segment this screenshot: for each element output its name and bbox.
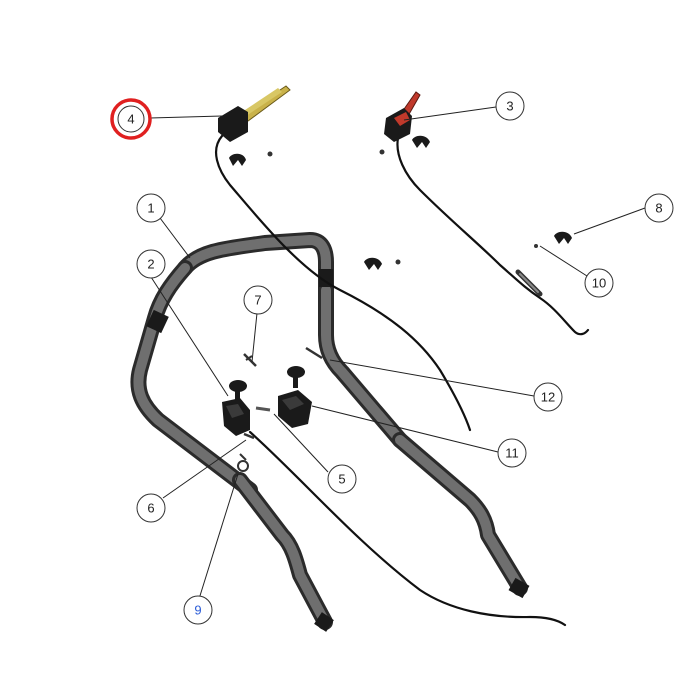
cable-tie-part-9 — [237, 453, 249, 472]
callout-10: 10 — [584, 268, 614, 298]
clamp-knob-part-11 — [278, 366, 312, 428]
control-cables — [214, 134, 590, 627]
callout-6-label: 6 — [147, 501, 154, 516]
callout-7: 7 — [243, 285, 273, 315]
callout-5: 5 — [327, 464, 357, 494]
leader-lines — [149, 106, 646, 600]
pin-part-12 — [305, 346, 323, 360]
callout-4: 4 — [110, 98, 152, 140]
callout-5-label: 5 — [338, 472, 345, 487]
callout-8-label: 8 — [655, 201, 662, 216]
callout-1-label: 1 — [147, 201, 154, 216]
callout-2-label: 2 — [147, 257, 154, 272]
callout-4-label: 4 — [127, 112, 134, 127]
callout-2: 2 — [136, 249, 166, 279]
callout-11: 11 — [497, 438, 527, 468]
callout-11-label: 11 — [505, 446, 519, 461]
callout-10-label: 10 — [592, 276, 606, 291]
screw-part-5 — [255, 406, 271, 412]
lever-part-3 — [384, 91, 421, 142]
callout-8: 8 — [644, 193, 674, 223]
callout-1: 1 — [136, 193, 166, 223]
callout-12-label: 12 — [541, 390, 555, 405]
cable-clips — [229, 135, 572, 270]
bracket-knob-part-2 — [222, 380, 250, 436]
lever-part-4 — [218, 85, 291, 142]
callout-9-label: 9 — [194, 603, 201, 618]
callout-12: 12 — [533, 382, 563, 412]
clip-part-6 — [243, 432, 255, 440]
callout-3: 3 — [495, 91, 525, 121]
callout-4-highlight-ring — [110, 98, 152, 140]
cable-connector-10 — [515, 269, 543, 297]
callout-9: 9 — [183, 595, 213, 625]
callout-3-label: 3 — [506, 99, 513, 114]
handle-frame — [130, 232, 530, 632]
bolt-part-7 — [243, 353, 257, 367]
callout-6: 6 — [136, 493, 166, 523]
callout-7-label: 7 — [254, 293, 261, 308]
